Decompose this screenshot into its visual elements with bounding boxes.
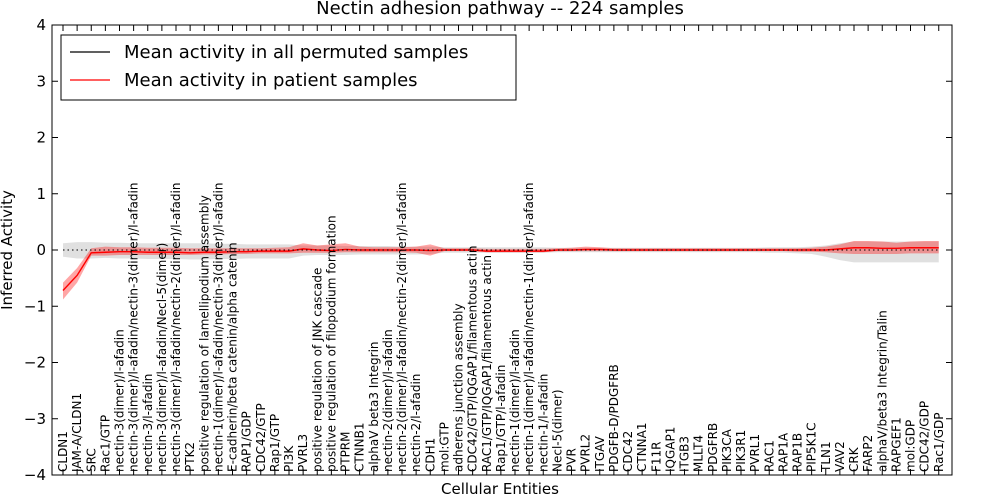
x-tick-label: PVRL3: [296, 434, 310, 472]
y-tick-label: 2: [36, 129, 46, 147]
x-tick-label: RAP1A: [776, 432, 790, 472]
y-axis-label: Inferred Activity: [0, 190, 16, 310]
x-tick-label: nectin-3/l-afadin: [141, 374, 155, 472]
x-tick-label: RAC1/GTP/IQGAP1/filamentous actin: [480, 255, 494, 472]
x-tick-label: PVRL2: [579, 434, 593, 472]
x-tick-label: CLDN1: [56, 431, 70, 472]
x-tick-label: Necl-5(dimer): [550, 389, 564, 472]
error-band: [63, 241, 939, 263]
legend-label: Mean activity in all permuted samples: [124, 42, 468, 63]
x-tick-label: nectin-2(dimer)/l-afadin: [381, 329, 395, 472]
chart-title: Nectin adhesion pathway -- 224 samples: [316, 0, 684, 19]
x-tick-label: PTK2: [183, 442, 197, 472]
x-tick-label: Rap1/GTP: [268, 414, 282, 472]
x-tick-label: nectin-2(dimer)/l-afadin/nectin-2(dimer)…: [395, 183, 409, 472]
x-tick-label: TLN1: [819, 441, 833, 473]
y-ticks: −4 −3 −2 −1 0 1 2 3 4: [24, 16, 952, 484]
x-tick-label: PVR: [565, 448, 579, 472]
x-tick-label: Rac1/GTP: [98, 415, 112, 472]
x-tick-label: IQGAP1: [663, 427, 677, 472]
x-tick-label: CTNNB1: [353, 422, 367, 472]
x-tick-label: nectin-3(dimer)/l-afadin/nectin-2(dimer)…: [169, 183, 183, 472]
x-tick-label: positive regulation of filopodium format…: [324, 215, 338, 472]
y-tick-label: −1: [24, 297, 46, 315]
x-tick-label: RAP1B: [791, 433, 805, 472]
x-tick-label: VAV2: [833, 441, 847, 472]
error-bands: [63, 241, 939, 300]
x-tick-label: MLLT4: [692, 435, 706, 472]
x-tick-label: positive regulation of lamellipodium ass…: [197, 195, 211, 472]
x-tick-label: PIK3R1: [734, 430, 748, 472]
x-tick-label: FARP2: [861, 435, 875, 472]
x-tick-label: RAPGEF1: [889, 417, 903, 472]
x-tick-label: nectin-1/l-afadin: [536, 374, 550, 472]
x-tick-label: CDC42/GTP: [254, 403, 268, 472]
x-tick-label: positive regulation of JNK cascade: [310, 268, 324, 472]
x-tick-label: adherens junction assembly: [452, 303, 466, 472]
x-tick-label: F11R: [649, 441, 663, 472]
x-tick-label: nectin-3(dimer)/l-afadin/Necl-5(dimer): [155, 243, 169, 472]
legend-box: [60, 34, 517, 101]
x-tick-label: ITGAV: [593, 435, 607, 472]
x-tick-label: alphaV beta3 Integrin: [367, 341, 381, 472]
x-tick-label: CRK: [847, 446, 861, 472]
x-tick-label: Rac1/GDP: [932, 413, 946, 472]
x-tick-label: nectin-3(dimer)/l-afadin/nectin-3(dimer)…: [127, 183, 141, 472]
x-tick-label: E-cadherin/beta catenin/alpha catenin: [226, 242, 240, 472]
x-tick-label: PIP5K1C: [805, 422, 819, 472]
legend-label: Mean activity in patient samples: [124, 70, 418, 91]
y-tick-label: 1: [36, 185, 46, 203]
x-tick-label: CTNNA1: [635, 422, 649, 472]
x-tick-label: CDH1: [423, 438, 437, 472]
x-tick-label: PVRL1: [748, 434, 762, 472]
x-tick-label: JAM-A/CLDN1: [70, 393, 84, 473]
y-tick-label: 4: [36, 16, 46, 34]
plot-frame: [51, 24, 953, 476]
x-tick-label: mol:GDP: [904, 420, 918, 472]
x-tick-label: CDC42: [621, 431, 635, 472]
x-tick-label: PI3K: [282, 445, 296, 472]
x-tick-label: nectin-2/l-afadin: [409, 374, 423, 472]
x-tick-label: CDC42/GDP: [918, 401, 932, 472]
y-tick-label: −2: [24, 354, 46, 372]
x-tick-label: nectin-1(dimer)/l-afadin/nectin-1(dimer)…: [522, 183, 536, 472]
x-tick-label: CDC42/GTP/IQGAP1/filamentous actin: [466, 246, 480, 472]
x-tick-label: PDGFRB: [706, 423, 720, 472]
series-lines: [62, 247, 939, 291]
x-tick-label: nectin-3(dimer)/l-afadin: [113, 329, 127, 472]
x-tick-label: nectin-1(dimer)/l-afadin/nectin-3(dimer)…: [211, 183, 225, 472]
x-tick-label: nectin-1(dimer)/l-afadin: [508, 329, 522, 472]
y-tick-label: 0: [36, 241, 46, 259]
x-tick-label: Rap1/GTP/l-afadin: [494, 365, 508, 472]
error-band: [63, 241, 939, 300]
x-tick-label: SRC: [84, 448, 98, 472]
x-axis-label: Cellular Entities: [441, 480, 559, 498]
x-tick-label: PTPRM: [339, 432, 353, 473]
x-tick-label: RAP1/GDP: [240, 411, 254, 472]
y-tick-label: −4: [24, 466, 46, 484]
y-tick-label: 3: [36, 72, 46, 90]
legend: Mean activity in all permuted samplesMea…: [60, 34, 517, 101]
x-tick-label: PIK3CA: [720, 428, 734, 472]
x-tick-label: RAC1: [762, 440, 776, 472]
y-tick-label: −3: [24, 410, 46, 428]
x-tick-label: alphaV/beta3 Integrin/Talin: [875, 310, 889, 472]
x-tick-label: ITGB3: [678, 436, 692, 472]
x-tick-label: mol:GTP: [437, 422, 451, 472]
x-tick-label: PDGFB-D/PDGFRB: [607, 364, 621, 472]
